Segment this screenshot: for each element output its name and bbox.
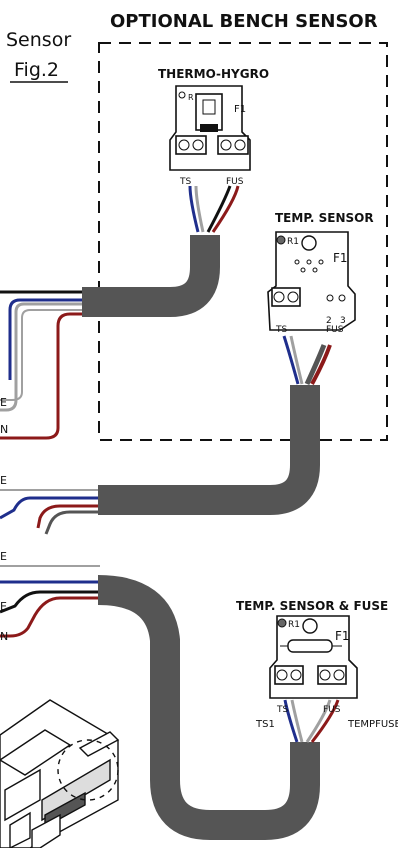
ts1-wire-label: TS1 <box>255 719 275 730</box>
thermo-hygro-wires <box>188 185 240 233</box>
thermo-hygro-fus-label: FUS <box>226 177 244 187</box>
section-title: OPTIONAL BENCH SENSOR <box>110 11 378 32</box>
temp-sensor-r-label: R1 <box>287 237 299 247</box>
thermo-hygro-r-label: R <box>188 93 194 102</box>
temp-sensor-cable <box>98 385 320 515</box>
temp-sensor-fuse-board: TEMP. SENSOR & FUSE R1 F1 TS FUS TS1 TEM… <box>236 599 398 730</box>
middle-left-wire-bundle <box>0 489 100 535</box>
temp-sensor-fuse-r-label: R1 <box>288 620 300 630</box>
temp-sensor-pin3: 3 <box>340 316 346 326</box>
temp-sensor-pin2: 2 <box>326 316 332 326</box>
temp-sensor-fuse-fus-label: FUS <box>323 705 341 715</box>
left-edge-label-4: E <box>0 550 7 563</box>
temp-sensor-ts-label: TS <box>275 325 287 335</box>
thermo-hygro-cable <box>82 235 220 317</box>
thermo-hygro-board: THERMO-HYGRO R F1 TS FUS <box>158 67 269 187</box>
controller-board <box>0 699 120 848</box>
left-edge-label-5: E <box>0 600 7 613</box>
optional-bench-sensor-box <box>98 42 388 441</box>
left-edge-label-6: N <box>0 630 8 643</box>
temp-sensor-wires <box>282 335 332 386</box>
temp-sensor-board: TEMP. SENSOR R1 F1 TS 2 3 FUS <box>267 211 374 335</box>
thermo-hygro-f-label: F1 <box>234 104 246 115</box>
fuse-component <box>287 639 333 653</box>
temp-sensor-fus-label: FUS <box>326 325 344 335</box>
thermo-hygro-ts-label: TS <box>179 177 191 187</box>
temp-sensor-fuse-title: TEMP. SENSOR & FUSE <box>236 599 388 613</box>
figure-caption-fig: Fig.2 <box>14 59 59 81</box>
lower-left-wire-bundle <box>0 565 100 638</box>
temp-sensor-fuse-cable <box>97 575 320 840</box>
tempfuse-wire-label: TEMPFUSE <box>347 719 398 730</box>
left-edge-label-2: N <box>0 423 8 436</box>
temp-sensor-fuse-wires <box>283 699 340 743</box>
temp-sensor-title: TEMP. SENSOR <box>275 211 374 225</box>
temp-sensor-f-label: F1 <box>333 251 348 265</box>
figure-caption-sensor: Sensor <box>6 29 71 51</box>
thermo-hygro-title: THERMO-HYGRO <box>158 67 269 81</box>
upper-left-wire-bundle <box>0 290 95 440</box>
temp-sensor-fuse-f-label: F1 <box>335 629 350 643</box>
temp-sensor-fuse-ts-label: TS <box>276 705 288 715</box>
left-edge-label-3: E <box>0 474 7 487</box>
left-edge-label-1: E <box>0 396 7 409</box>
